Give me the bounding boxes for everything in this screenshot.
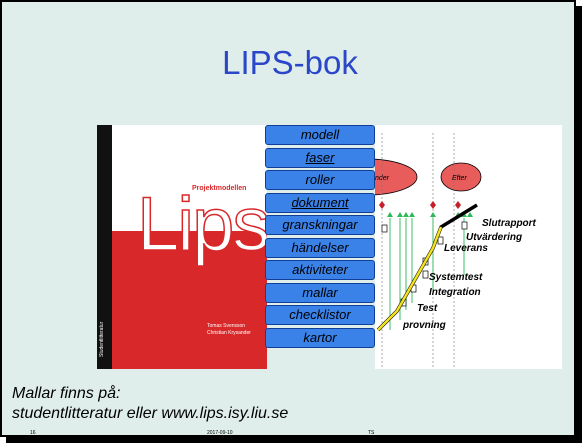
publisher-label: Studentlitteratur: [99, 321, 105, 357]
book-cover: Studentlitteratur Projektmodellen Lips T…: [97, 125, 267, 369]
flow-highlight: [377, 226, 443, 331]
doc-label-test: Test: [417, 303, 438, 314]
book-authors: Tomas Svensson Christian Krysander: [207, 323, 251, 337]
doc-label-leverans: Leverans: [444, 243, 488, 254]
menu-item-dokument[interactable]: dokument: [265, 192, 375, 213]
phase-label-under: nder: [375, 175, 390, 182]
menu-item-granskningar[interactable]: granskningar: [265, 215, 375, 235]
slide: LIPS-bok Studentlitteratur Projektmodell…: [0, 0, 576, 437]
decision-diamond-3: [455, 201, 461, 209]
doc-label-utvardering: Utvärdering: [466, 232, 522, 243]
book-spine: Studentlitteratur: [97, 125, 112, 369]
caption-line-2: studentlitteratur eller www.lips.isy.liu…: [12, 405, 289, 422]
decision-diamond-2: [430, 201, 436, 209]
footer-date: 2017-09-10: [207, 430, 233, 436]
menu-item-handelser[interactable]: händelser: [265, 237, 375, 258]
author-1: Tomas Svensson: [207, 323, 246, 329]
model-diagram-svg: nder Efter: [375, 133, 537, 369]
slide-shadow-bottom: [6, 437, 582, 443]
doc-label-integration: Integration: [429, 287, 481, 298]
phase-label-efter: Efter: [452, 175, 467, 182]
menu-item-checklistor[interactable]: checklistor: [265, 305, 375, 325]
menu-item-aktiviteter[interactable]: aktiviteter: [265, 260, 375, 280]
menu-item-roller[interactable]: roller: [265, 170, 375, 190]
book-subtitle: Projektmodellen: [192, 185, 247, 192]
menu-item-modell[interactable]: modell: [265, 125, 375, 145]
author-2: Christian Krysander: [207, 330, 251, 336]
lips-logo: Lips: [136, 182, 267, 267]
menu-item-kartor[interactable]: kartor: [265, 327, 375, 348]
doc-label-provning: provning: [402, 320, 446, 331]
phase-oval-under: [375, 158, 418, 196]
footer-author: TS: [368, 430, 375, 436]
decision-diamond-1: [379, 201, 385, 209]
menu-item-faser[interactable]: faser: [265, 147, 375, 168]
footer-page-number: 16: [30, 430, 36, 436]
slide-shadow-right: [576, 6, 582, 443]
slide-title: LIPS-bok: [222, 44, 358, 81]
caption-line-1: Mallar finns på:: [12, 385, 121, 402]
menu-item-mallar[interactable]: mallar: [265, 282, 375, 303]
lips-menu: modell faser roller dokument granskninga…: [265, 125, 375, 350]
phase-oval-efter: [440, 162, 482, 192]
caption: Mallar finns på: studentlitteratur eller…: [12, 384, 288, 424]
doc-label-slutrapport: Slutrapport: [482, 218, 537, 229]
lips-model-diagram: nder Efter: [375, 125, 562, 369]
book-red-panel: [112, 231, 267, 369]
doc-label-systemtest: Systemtest: [429, 272, 483, 283]
